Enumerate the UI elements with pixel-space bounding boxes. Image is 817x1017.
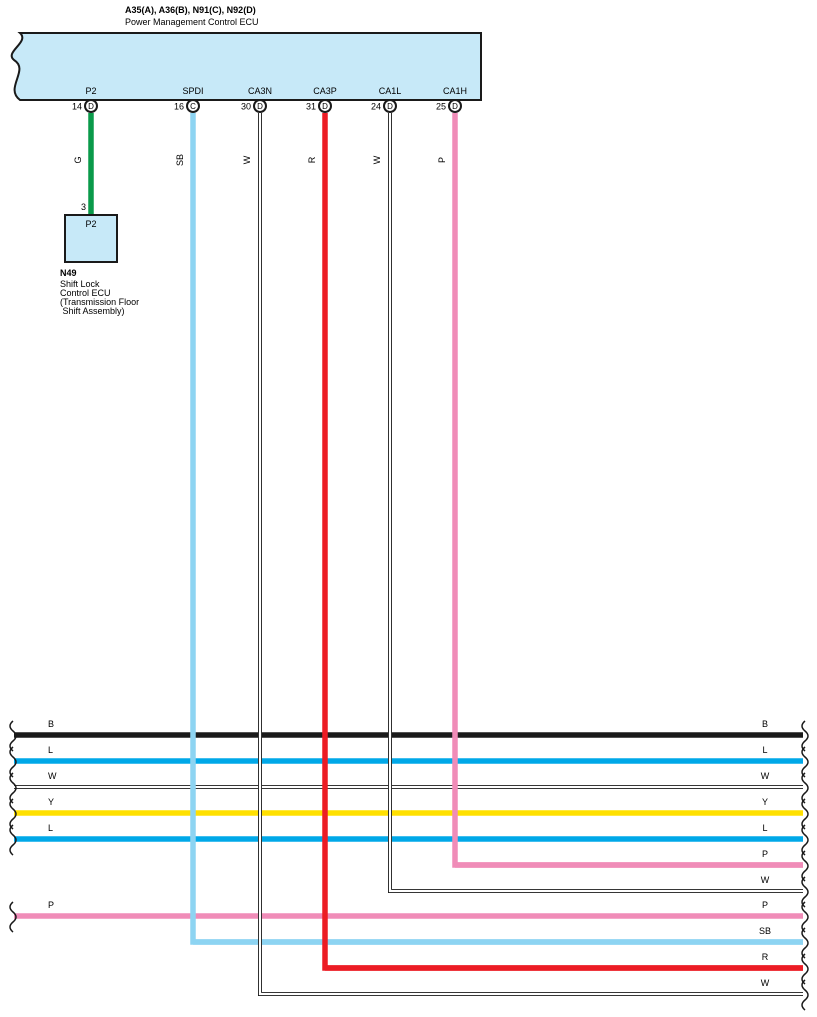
bus-break-right: [801, 746, 809, 778]
pin-wire-color-label: W: [372, 155, 382, 164]
ecu-pin-number: 14: [72, 102, 82, 112]
shift-lock-ecu-terminal: P2: [85, 219, 96, 229]
bus-break-left: [9, 798, 17, 830]
ecu-pin-number: 30: [241, 102, 251, 112]
bus-wire-label-left: W: [48, 771, 57, 781]
pin-wire-color-label: P: [437, 157, 447, 163]
ecu-terminal-name: CA3N: [248, 86, 272, 96]
bus-break-right: [801, 850, 809, 882]
ecu-pin-circle: [84, 99, 98, 113]
ecu-pin-connector: D: [387, 102, 393, 111]
ecu-pin-circle: [318, 99, 332, 113]
bus-break-left: [9, 720, 17, 752]
bus-wire-label-right: Y: [762, 797, 768, 807]
ecu-connector-codes: A35(A), A36(B), N91(C), N92(D): [125, 5, 256, 15]
ecu-terminal-name: CA3P: [313, 86, 337, 96]
ecu-pin-connector: D: [322, 102, 328, 111]
shift-lock-ecu-pin: 3: [81, 202, 86, 212]
bus-wire-label-right: R: [762, 952, 769, 962]
ecu-name: Power Management Control ECU: [125, 17, 259, 27]
shift-lock-ecu-line: (Transmission Floor: [60, 297, 140, 307]
pin-wire-outline: [258, 113, 803, 996]
bus-break-right: [801, 953, 809, 985]
bus-wire-label-right: SB: [759, 926, 771, 936]
bus-break-left: [9, 824, 17, 856]
pin-wire-color-label: G: [73, 156, 83, 163]
bus-break-right: [801, 720, 809, 752]
shift-lock-ecu-name: Shift Lock Control ECU (Transmission Flo…: [60, 280, 139, 316]
ecu-pin-number: 16: [174, 102, 184, 112]
bus-wire-label-left: P: [48, 900, 54, 910]
ecu-pin-circle: [448, 99, 462, 113]
pin-wire: [190, 113, 803, 945]
ecu-pin-circle: [253, 99, 267, 113]
bus-wire-label-left: B: [48, 719, 54, 729]
bus-wire-label-left: L: [48, 823, 53, 833]
bus-wire-label-right: B: [762, 719, 768, 729]
shift-lock-ecu-line: Shift Lock: [60, 279, 100, 289]
bus-wire-label-right: W: [761, 978, 770, 988]
ecu-pin-number: 31: [306, 102, 316, 112]
pin-wire: [258, 113, 803, 996]
bus-wire-label-right: W: [761, 875, 770, 885]
shift-lock-ecu-code: N49: [60, 268, 77, 278]
bus-break-right: [801, 798, 809, 830]
bus-break-right: [801, 876, 809, 908]
ecu-pin-circle: [186, 99, 200, 113]
bus-break-right: [801, 772, 809, 804]
bus-break-left: [9, 772, 17, 804]
bus-wire-label-left: Y: [48, 797, 54, 807]
pin-wire-color-label: W: [242, 155, 252, 164]
shift-lock-ecu-line: Shift Assembly): [60, 306, 125, 316]
ecu-terminal-name: SPDI: [182, 86, 203, 96]
bus-wire-label-right: L: [762, 745, 767, 755]
ecu-pin-connector: D: [452, 102, 458, 111]
shift-lock-ecu-line: Control ECU: [60, 288, 111, 298]
pin-wire-color-label: R: [307, 156, 317, 163]
ecu-pin-number: 25: [436, 102, 446, 112]
bus-wire-label-right: P: [762, 849, 768, 859]
bus-wire-label-right: L: [762, 823, 767, 833]
shift-lock-ecu-box: [64, 214, 118, 263]
ecu-terminal-name: CA1L: [379, 86, 402, 96]
ecu-terminal-name: CA1H: [443, 86, 467, 96]
pin-wire: [322, 113, 803, 971]
bus-break-left: [9, 901, 17, 933]
bus-break-right: [801, 927, 809, 959]
pin-wire: [452, 113, 803, 868]
pin-wire: [388, 113, 803, 893]
ecu-terminal-name: P2: [85, 86, 96, 96]
bus-wire-label-left: L: [48, 745, 53, 755]
pin-wire-color-label: SB: [175, 154, 185, 166]
bus-break-right: [801, 979, 809, 1011]
ecu-pin-connector: D: [257, 102, 263, 111]
ecu-pin-connector: C: [190, 102, 196, 111]
ecu-pin-number: 24: [371, 102, 381, 112]
bus-break-right: [801, 901, 809, 933]
ecu-pin-circle: [383, 99, 397, 113]
pin-wire-outline: [388, 113, 803, 893]
power-management-ecu-box: [10, 32, 482, 101]
bus-break-right: [801, 824, 809, 856]
bus-break-left: [9, 746, 17, 778]
bus-wire-label-right: P: [762, 900, 768, 910]
ecu-pin-connector: D: [88, 102, 94, 111]
bus-wire-label-right: W: [761, 771, 770, 781]
